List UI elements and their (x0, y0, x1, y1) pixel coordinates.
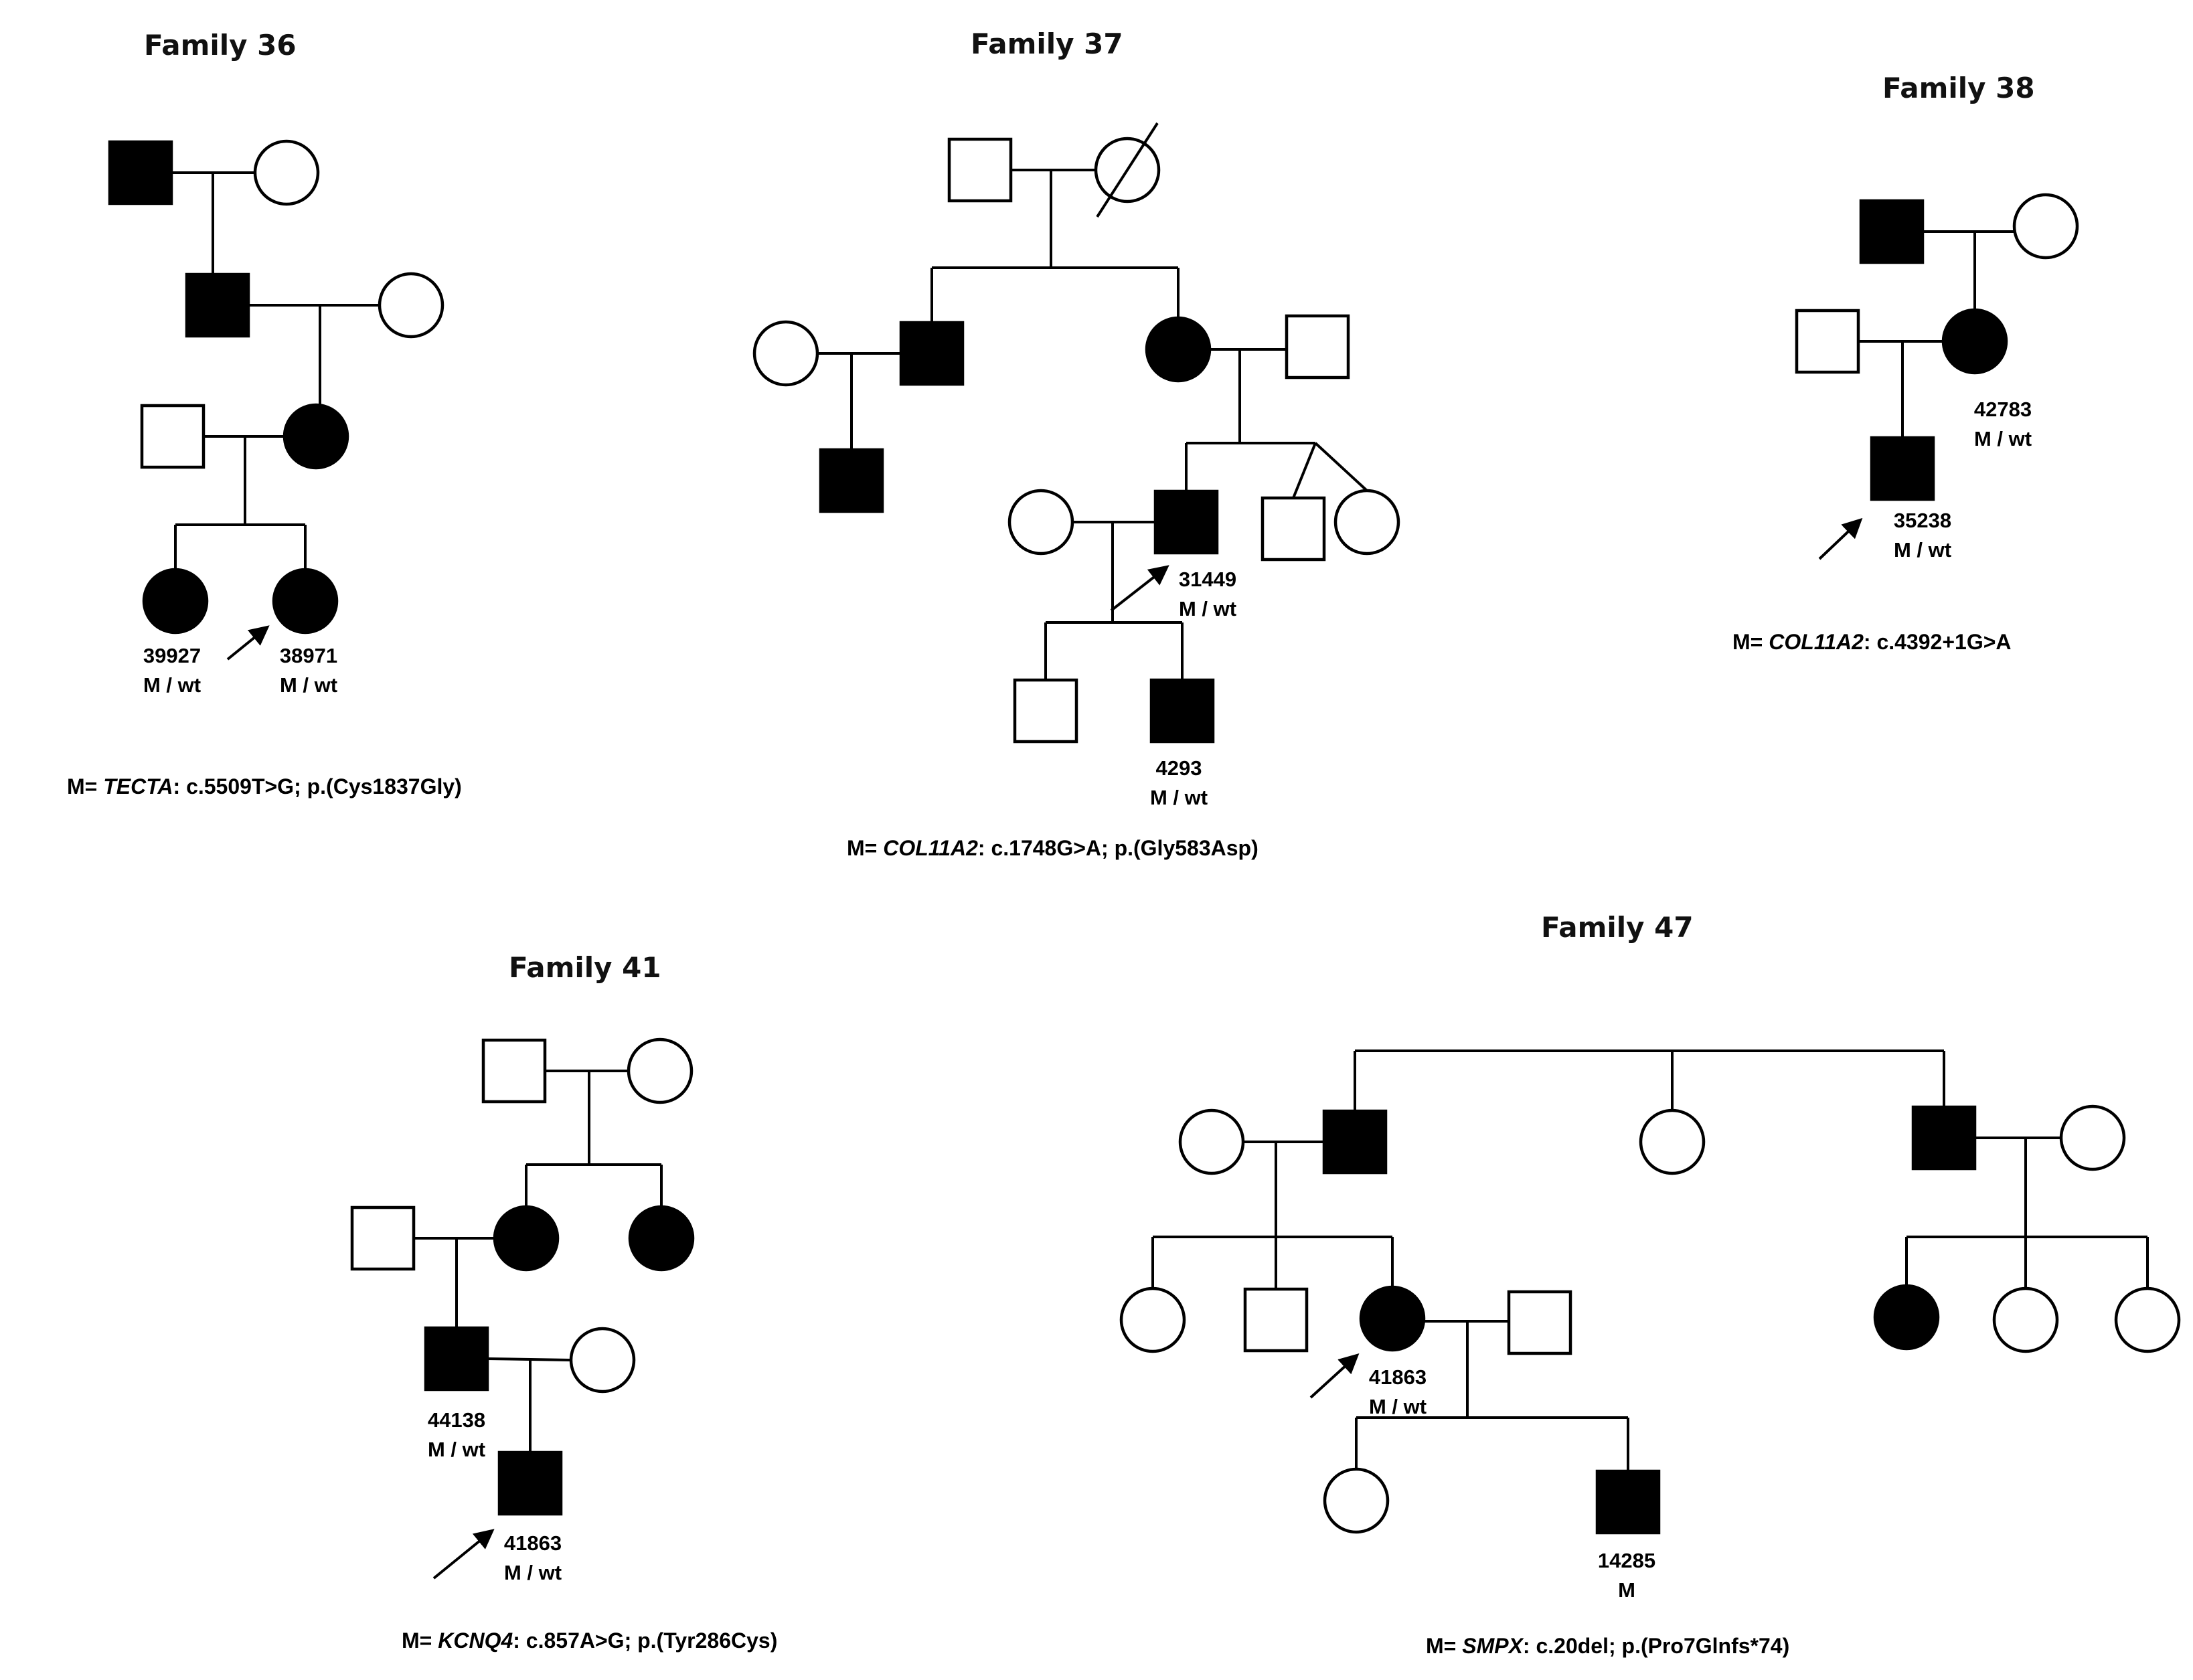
family-37-title: Family 37 (971, 27, 1123, 60)
family-37-male-unaffected-0 (947, 137, 1013, 203)
family-41-female-unaffected-6 (569, 1327, 636, 1394)
family-41-proband-arrow (432, 1529, 495, 1580)
family-36-individual-label-7-1: M / wt (280, 673, 337, 697)
family-38-individual-label-3-0: 42783 (1974, 398, 2032, 421)
family-37-male-affected-6 (819, 448, 884, 513)
family-36-male-affected-0 (108, 140, 173, 205)
family-36-female-unaffected-3 (378, 272, 444, 339)
family-47-female-unaffected-12 (1323, 1467, 1390, 1534)
family-38-gene: COL11A2 (1769, 630, 1864, 654)
family-36-individual-label-7-0: 38971 (280, 644, 337, 667)
family-37-proband-arrow (1110, 565, 1169, 612)
family-41-gene: KCNQ4 (438, 1628, 513, 1653)
pedigree-individuals: 39927 M / wt 38971 M / wt 31449 M / wt 4293 M /… (108, 122, 2181, 1602)
family-47-male-affected-1 (1322, 1109, 1388, 1175)
family-37-line-11 (1292, 442, 1317, 499)
family-47-proband-arrow (1309, 1353, 1360, 1399)
family-37-male-affected-8 (1153, 489, 1219, 555)
family-47-male-unaffected-8 (1507, 1290, 1572, 1355)
family-36-female-unaffected-1 (253, 139, 320, 206)
family-41-individual-label-7-1: M / wt (504, 1561, 562, 1584)
family-37-individual-label-8-0: 31449 (1179, 568, 1236, 591)
family-47-male-affected-13 (1595, 1469, 1661, 1535)
family-36-female-affected-5 (282, 403, 349, 470)
family-38-individual-label-3-1: M / wt (1974, 427, 2032, 450)
family-47-female-unaffected-4 (2059, 1104, 2126, 1171)
family-37-female-unaffected-7 (1007, 489, 1074, 556)
family-36-gene: TECTA (103, 774, 173, 799)
family-37-female-unaffected-2 (752, 320, 819, 387)
family-47-male-affected-3 (1911, 1105, 1977, 1171)
family-41-individual-label-5-0: 44138 (428, 1408, 485, 1432)
pedigree-lines (171, 169, 2149, 1471)
family-36-title: Family 36 (144, 29, 297, 62)
family-36-individual-label-6-0: 39927 (143, 644, 201, 667)
family-47-mutation: M= SMPX: c.20del; p.(Pro7Glnfs*74) (1426, 1634, 1789, 1658)
family-37-male-affected-3 (899, 321, 965, 386)
family-38-female-unaffected-1 (2012, 193, 2079, 260)
family-37-mutation: M= COL11A2: c.1748G>A; p.(Gly583Asp) (847, 836, 1258, 860)
family-47-gene: SMPX (1462, 1634, 1524, 1658)
family-47-male-unaffected-6 (1243, 1287, 1309, 1353)
family-47-female-unaffected-5 (1119, 1286, 1186, 1353)
family-41-male-affected-5 (424, 1326, 489, 1392)
family-37-female-affected-4 (1145, 316, 1212, 383)
family-36-individual-label-6-1: M / wt (143, 673, 201, 697)
family-41-title: Family 41 (509, 951, 661, 984)
family-36-female-affected-6 (142, 568, 209, 635)
family-41-female-unaffected-1 (627, 1037, 694, 1104)
family-47-title: Family 47 (1541, 911, 1694, 944)
family-36-proband-arrow (226, 625, 270, 661)
family-47-individual-label-13-0: 14285 (1598, 1549, 1655, 1572)
family-38-mutation: M= COL11A2: c.4392+1G>A (1732, 630, 2012, 654)
family-47-female-unaffected-0 (1178, 1108, 1245, 1175)
family-47-female-unaffected-11 (2114, 1286, 2181, 1353)
family-41-mutation: M= KCNQ4: c.857A>G; p.(Tyr286Cys) (402, 1628, 777, 1653)
family-37-individual-label-8-1: M / wt (1179, 597, 1236, 620)
family-38-female-affected-3 (1941, 308, 2008, 375)
family-47-individual-label-13-1: M (1618, 1578, 1635, 1602)
family-47-female-unaffected-10 (1992, 1286, 2059, 1353)
family-38-individual-label-4-1: M / wt (1894, 538, 1951, 562)
family-47-female-unaffected-2 (1639, 1108, 1706, 1175)
family-38-individual-label-4-0: 35238 (1894, 509, 1951, 532)
family-36-male-affected-2 (185, 272, 250, 338)
family-41-male-unaffected-2 (350, 1205, 416, 1271)
family-47-female-affected-7 (1359, 1285, 1426, 1352)
family-37-individual-label-12-0: 4293 (1156, 756, 1202, 780)
family-37-gene: COL11A2 (883, 836, 978, 860)
family-38-male-affected-4 (1870, 436, 1935, 501)
family-36-female-affected-7 (272, 568, 339, 635)
family-37-line-12 (1314, 442, 1368, 492)
family-47-individual-label-7-1: M / wt (1369, 1395, 1427, 1418)
family-36-male-unaffected-4 (140, 404, 206, 469)
family-37-male-unaffected-5 (1285, 314, 1350, 380)
family-37-male-affected-12 (1149, 678, 1215, 744)
family-38-title: Family 38 (1882, 72, 2035, 104)
family-38-male-unaffected-2 (1795, 309, 1860, 374)
family-37-deceased-mark-1 (1096, 122, 1159, 218)
family-41-male-affected-7 (497, 1450, 563, 1516)
family-41-female-affected-4 (628, 1205, 695, 1272)
family-41-individual-label-7-0: 41863 (504, 1531, 562, 1555)
family-47-individual-label-7-0: 41863 (1369, 1365, 1427, 1389)
family-36-mutation: M= TECTA: c.5509T>G; p.(Cys1837Gly) (67, 774, 462, 799)
family-37-female-unaffected-10 (1333, 489, 1400, 556)
family-41-female-affected-3 (493, 1205, 560, 1272)
family-47-female-affected-9 (1873, 1284, 1940, 1351)
family-41-individual-label-5-1: M / wt (428, 1438, 485, 1461)
family-37-male-unaffected-11 (1013, 678, 1078, 744)
family-37-individual-label-12-1: M / wt (1150, 786, 1208, 809)
family-38-proband-arrow (1818, 517, 1863, 560)
family-41-male-unaffected-0 (481, 1038, 547, 1104)
family-38-male-affected-0 (1859, 199, 1925, 264)
family-37-male-unaffected-9 (1261, 496, 1326, 562)
